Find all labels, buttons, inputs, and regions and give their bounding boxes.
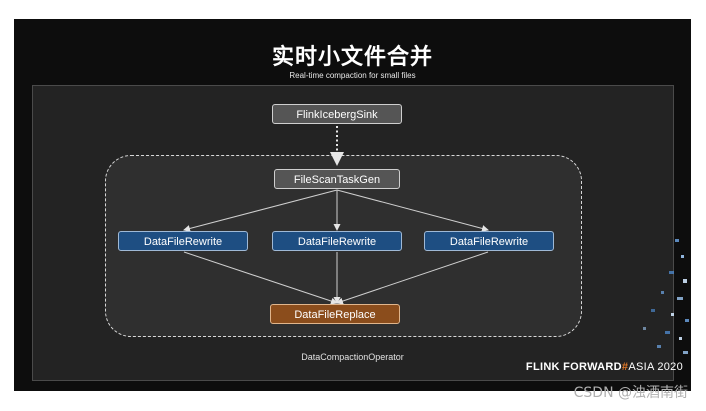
slide-subtitle: Real-time compaction for small files (289, 71, 416, 80)
node-data-file-rewrite-2: DataFileRewrite (272, 231, 402, 251)
slide: 实时小文件合并 Real-time compaction for small f… (14, 19, 691, 391)
edge-scan-to-rewrite-1 (183, 189, 338, 232)
slide-title: 实时小文件合并 (271, 45, 433, 70)
node-file-scan-task-gen: FileScanTaskGen (274, 169, 400, 189)
node-data-file-replace: DataFileReplace (270, 304, 400, 324)
flink-forward-asia-logo: FLINK FORWARD#ASIA 2020 (526, 361, 683, 373)
brand-flink-forward: FLINK FORWARD (525, 361, 622, 373)
edge-rewrite-3-to-replace (336, 251, 489, 305)
node-flink-iceberg-sink: FlinkIcebergSink (272, 104, 402, 124)
brand-asia: ASIA 2020 (628, 361, 683, 373)
node-data-file-rewrite-3: DataFileRewrite (424, 231, 554, 251)
decorative-sparkle-graphic (643, 239, 689, 354)
diagram-edges (183, 126, 489, 305)
group-label: DataCompactionOperator (301, 352, 404, 362)
node-data-file-rewrite-1: DataFileRewrite (118, 231, 248, 251)
edge-rewrite-1-to-replace (183, 251, 338, 305)
brand-hash: # (621, 361, 629, 373)
edge-scan-to-rewrite-3 (336, 189, 489, 232)
csdn-watermark: CSDN @浊酒南街 (573, 385, 688, 401)
